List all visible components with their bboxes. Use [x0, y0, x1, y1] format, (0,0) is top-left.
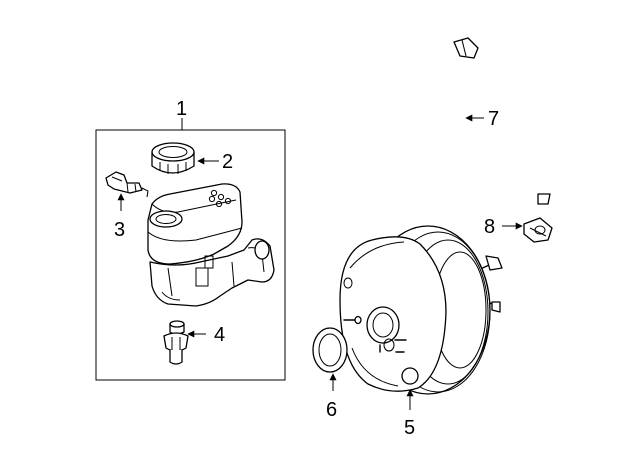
vacuum-hose: [445, 37, 551, 205]
callout-1-label: 1: [176, 98, 187, 120]
booster-seal: [312, 327, 348, 373]
callout-5-label: 5: [404, 417, 415, 439]
fluid-level-sensor: [105, 171, 149, 198]
callout-7-label: 7: [488, 108, 499, 130]
brake-booster: [339, 225, 503, 395]
fitting: [163, 320, 189, 365]
assembly-group-box: [95, 129, 286, 381]
callout-6-label: 6: [326, 399, 337, 421]
hose-clip: [523, 217, 553, 243]
callout-4-label: 4: [214, 324, 225, 346]
master-cylinder: [147, 183, 275, 307]
reservoir-cap: [151, 142, 195, 174]
callout-3-label: 3: [114, 219, 125, 241]
callout-2-label: 2: [222, 151, 233, 173]
callout-8-label: 8: [484, 216, 495, 238]
